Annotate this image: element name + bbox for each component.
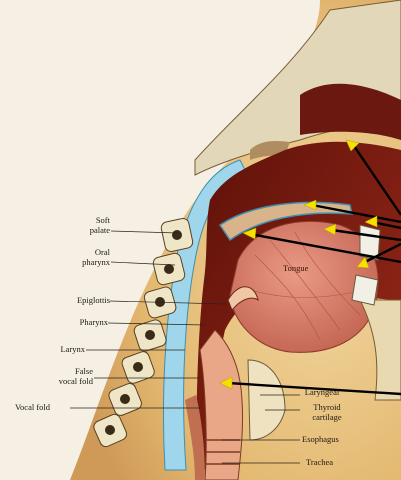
label-trachea: Trachea	[306, 458, 333, 468]
label-vocal-fold: Vocal fold	[15, 403, 50, 413]
label-larynx: Larynx	[40, 345, 85, 355]
label-tongue: Tongue	[283, 264, 308, 274]
label-thyroid-cartilage: Thyroid cartilage	[302, 403, 352, 422]
label-epiglottis: Epiglottis	[55, 296, 110, 306]
label-false-vocal-fold: False vocal fold	[36, 367, 93, 386]
label-esophagus: Esophagus	[302, 435, 339, 445]
label-pharynx: Pharynx	[55, 318, 108, 328]
label-soft-palate: Soft palate	[68, 216, 110, 235]
label-oral-pharynx: Oral pharynx	[68, 248, 110, 267]
label-laryngeal: Laryngeal	[298, 388, 346, 398]
